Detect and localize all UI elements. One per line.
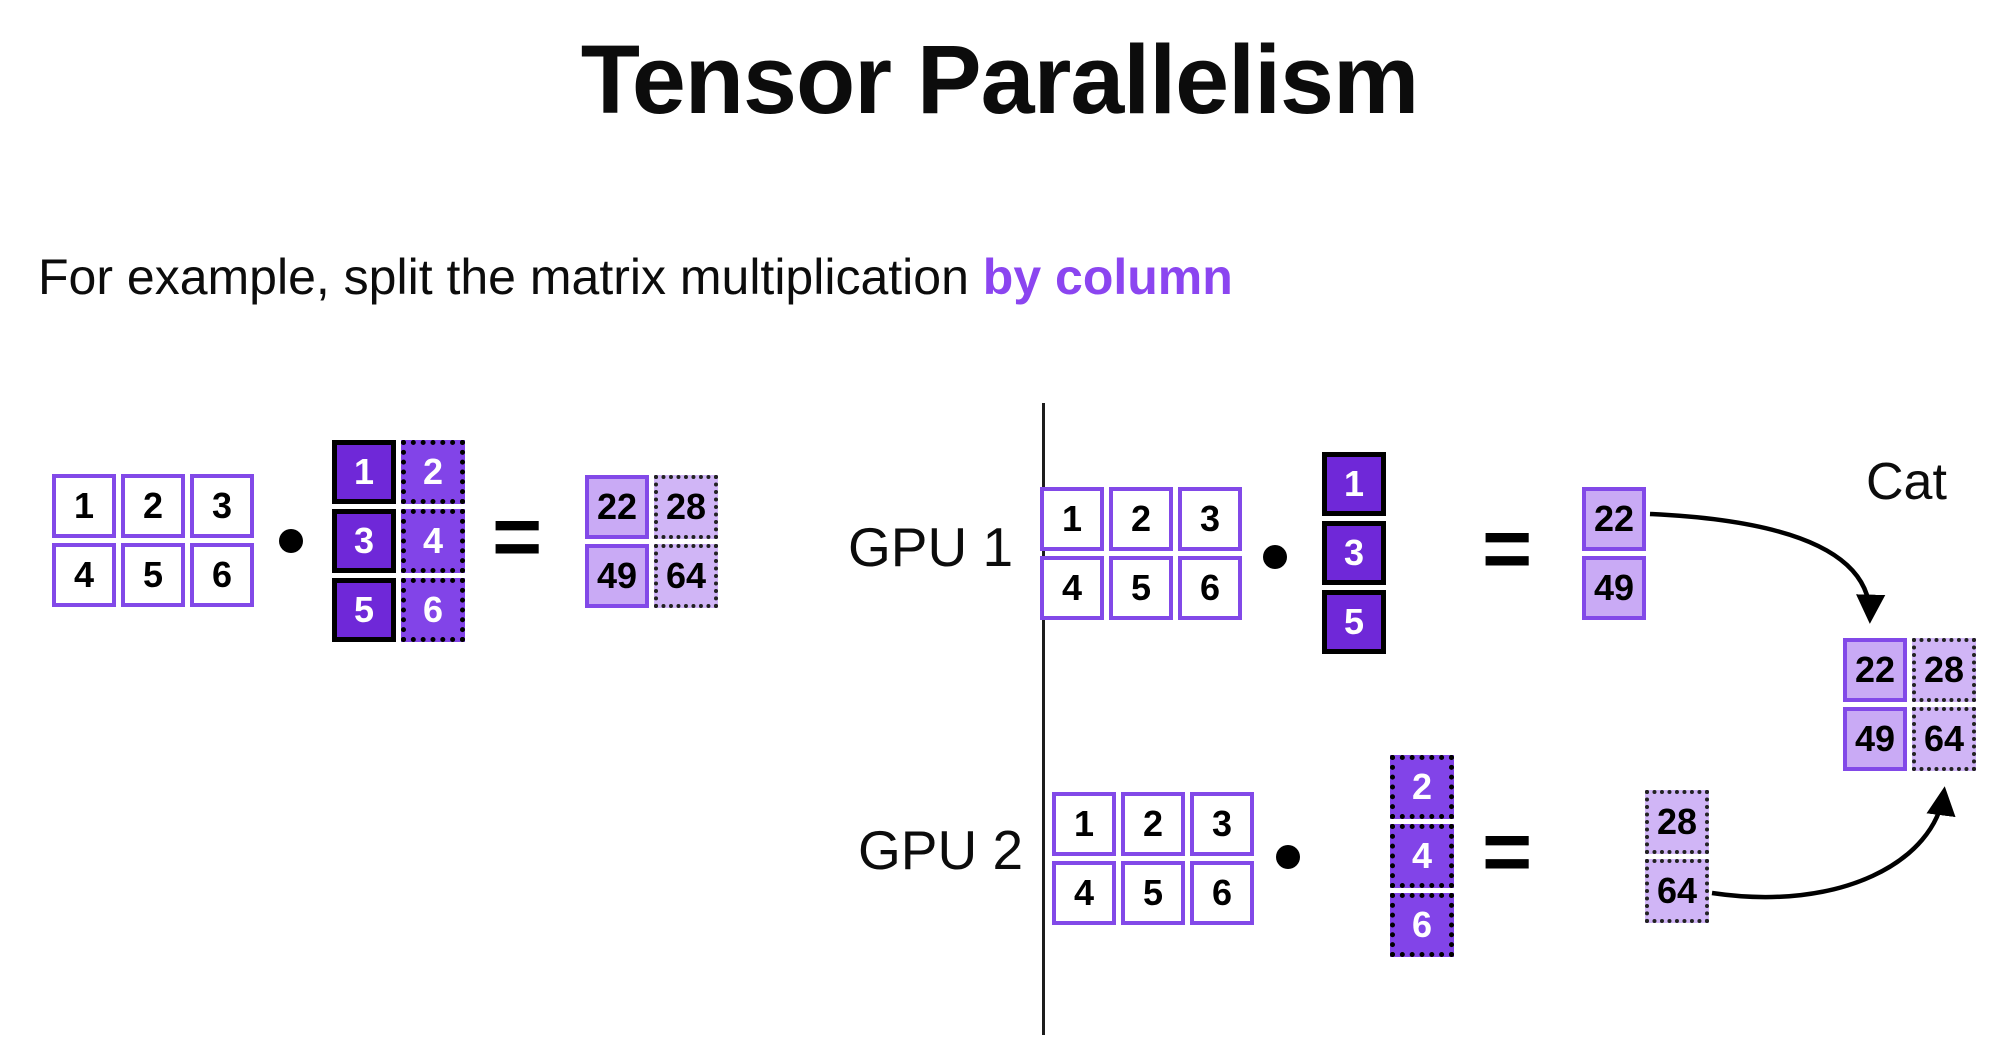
gpu2-result: 28 64 bbox=[1645, 790, 1709, 923]
equals-sign: = bbox=[492, 489, 543, 585]
left-matrix-a: 1 2 3 4 5 6 bbox=[52, 474, 254, 607]
matrix-cell: 6 bbox=[401, 578, 465, 642]
matrix-cell: 49 bbox=[1582, 556, 1646, 620]
equals-sign: = bbox=[1482, 804, 1533, 900]
matrix-cell: 22 bbox=[585, 475, 649, 539]
dot-operator-icon bbox=[1263, 545, 1287, 569]
matrix-cell: 49 bbox=[1843, 707, 1907, 771]
subtitle-highlight: by column bbox=[982, 249, 1233, 305]
matrix-cell: 2 bbox=[1121, 792, 1185, 856]
matrix-cell: 64 bbox=[1645, 859, 1709, 923]
matrix-cell: 3 bbox=[332, 509, 396, 573]
matrix-cell: 4 bbox=[1390, 824, 1454, 888]
subtitle: For example, split the matrix multiplica… bbox=[38, 248, 1233, 306]
matrix-cell: 2 bbox=[1390, 755, 1454, 819]
matrix-cell: 4 bbox=[52, 543, 116, 607]
matrix-cell: 5 bbox=[1121, 861, 1185, 925]
matrix-cell: 3 bbox=[1322, 521, 1386, 585]
matrix-cell: 3 bbox=[1178, 487, 1242, 551]
matrix-cell: 6 bbox=[190, 543, 254, 607]
gpu1-label: GPU 1 bbox=[848, 516, 1014, 578]
matrix-cell: 2 bbox=[121, 474, 185, 538]
matrix-cell: 64 bbox=[1912, 707, 1976, 771]
vertical-divider bbox=[1042, 403, 1045, 1035]
gpu1-vector-b: 1 3 5 bbox=[1322, 452, 1386, 654]
arrow-gpu1-to-cat-icon bbox=[1649, 511, 1886, 624]
left-result-matrix: 22 28 49 64 bbox=[585, 475, 718, 608]
matrix-cell: 3 bbox=[190, 474, 254, 538]
matrix-cell: 4 bbox=[1040, 556, 1104, 620]
matrix-cell: 6 bbox=[1390, 893, 1454, 957]
matrix-cell: 4 bbox=[401, 509, 465, 573]
matrix-cell: 1 bbox=[1040, 487, 1104, 551]
gpu1-result: 22 49 bbox=[1582, 487, 1646, 620]
matrix-cell: 5 bbox=[1109, 556, 1173, 620]
cat-result-matrix: 22 28 49 64 bbox=[1843, 638, 1976, 771]
matrix-cell: 22 bbox=[1582, 487, 1646, 551]
matrix-cell: 64 bbox=[654, 544, 718, 608]
gpu2-vector-b: 2 4 6 bbox=[1390, 755, 1454, 957]
page-title: Tensor Parallelism bbox=[580, 25, 1419, 134]
left-matrix-b: 1 2 3 4 5 6 bbox=[332, 440, 465, 642]
subtitle-text: For example, split the matrix multiplica… bbox=[38, 249, 983, 305]
matrix-cell: 28 bbox=[654, 475, 718, 539]
gpu2-matrix-a: 1 2 3 4 5 6 bbox=[1052, 792, 1254, 925]
matrix-cell: 1 bbox=[1052, 792, 1116, 856]
matrix-cell: 22 bbox=[1843, 638, 1907, 702]
matrix-cell: 5 bbox=[121, 543, 185, 607]
equals-sign: = bbox=[1482, 501, 1533, 597]
cat-label: Cat bbox=[1866, 453, 1947, 511]
dot-operator-icon bbox=[1276, 845, 1300, 869]
dot-operator-icon bbox=[279, 529, 303, 553]
arrow-gpu2-to-cat-icon bbox=[1711, 786, 1956, 900]
gpu1-matrix-a: 1 2 3 4 5 6 bbox=[1040, 487, 1242, 620]
matrix-cell: 1 bbox=[1322, 452, 1386, 516]
matrix-cell: 2 bbox=[401, 440, 465, 504]
matrix-cell: 6 bbox=[1178, 556, 1242, 620]
matrix-cell: 49 bbox=[585, 544, 649, 608]
matrix-cell: 5 bbox=[1322, 590, 1386, 654]
matrix-cell: 2 bbox=[1109, 487, 1173, 551]
matrix-cell: 6 bbox=[1190, 861, 1254, 925]
matrix-cell: 1 bbox=[332, 440, 396, 504]
matrix-cell: 28 bbox=[1645, 790, 1709, 854]
matrix-cell: 3 bbox=[1190, 792, 1254, 856]
gpu2-label: GPU 2 bbox=[858, 819, 1024, 881]
matrix-cell: 4 bbox=[1052, 861, 1116, 925]
matrix-cell: 1 bbox=[52, 474, 116, 538]
matrix-cell: 28 bbox=[1912, 638, 1976, 702]
matrix-cell: 5 bbox=[332, 578, 396, 642]
